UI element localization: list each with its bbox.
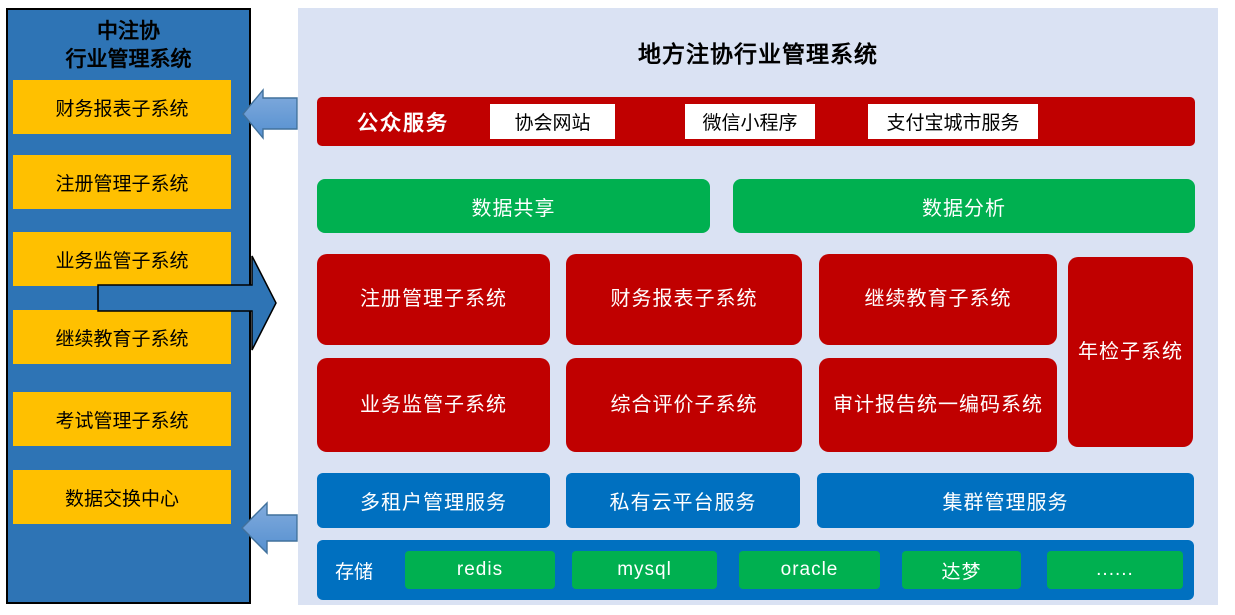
storage-chip: ......	[1047, 551, 1183, 589]
public-service-chip: 支付宝城市服务	[868, 104, 1038, 139]
left-panel-title-line2: 行业管理系统	[65, 48, 192, 71]
subsystem-box: 财务报表子系统	[566, 254, 802, 345]
storage-chip: mysql	[572, 551, 717, 589]
public-service-label: 公众服务	[357, 111, 449, 135]
subsystem-box: 审计报告统一编码系统	[819, 358, 1057, 452]
arrow-left-top-icon	[242, 88, 298, 140]
arrow-right-middle-icon	[97, 255, 277, 351]
storage-chip: oracle	[739, 551, 880, 589]
data-sharing-bar: 数据共享	[317, 179, 710, 233]
storage-label: 存储	[335, 561, 374, 583]
left-panel-title: 中注协 行业管理系统	[8, 18, 249, 74]
service-box: 私有云平台服务	[566, 473, 800, 528]
local-system-panel: 地方注协行业管理系统 公众服务 协会网站 微信小程序 支付宝城市服务 数据共享 …	[298, 8, 1218, 605]
subsystem-box: 注册管理子系统	[317, 254, 550, 345]
arrow-left-bottom-icon	[241, 501, 298, 555]
left-panel-item: 继续教育子系统	[13, 310, 231, 364]
left-panel-title-line1: 中注协	[97, 20, 160, 43]
subsystem-box: 综合评价子系统	[566, 358, 802, 452]
data-analysis-bar: 数据分析	[733, 179, 1195, 233]
left-panel-item: 业务监管子系统	[13, 232, 231, 286]
left-panel-item: 财务报表子系统	[13, 80, 231, 134]
storage-chip: 达梦	[902, 551, 1021, 589]
storage-chip: redis	[405, 551, 555, 589]
right-panel-title: 地方注协行业管理系统	[638, 41, 878, 67]
public-service-chip: 协会网站	[490, 104, 615, 139]
public-service-chip: 微信小程序	[685, 104, 815, 139]
storage-bar: 存储 redis mysql oracle 达梦 ......	[317, 540, 1194, 600]
annual-inspection-box: 年检子系统	[1068, 257, 1193, 447]
left-panel-item: 考试管理子系统	[13, 392, 231, 446]
service-box: 集群管理服务	[817, 473, 1194, 528]
subsystem-box: 业务监管子系统	[317, 358, 550, 452]
public-service-bar: 公众服务 协会网站 微信小程序 支付宝城市服务	[317, 97, 1195, 146]
subsystem-box: 继续教育子系统	[819, 254, 1057, 345]
left-panel-item: 注册管理子系统	[13, 155, 231, 209]
service-box: 多租户管理服务	[317, 473, 550, 528]
left-panel-item: 数据交换中心	[13, 470, 231, 524]
